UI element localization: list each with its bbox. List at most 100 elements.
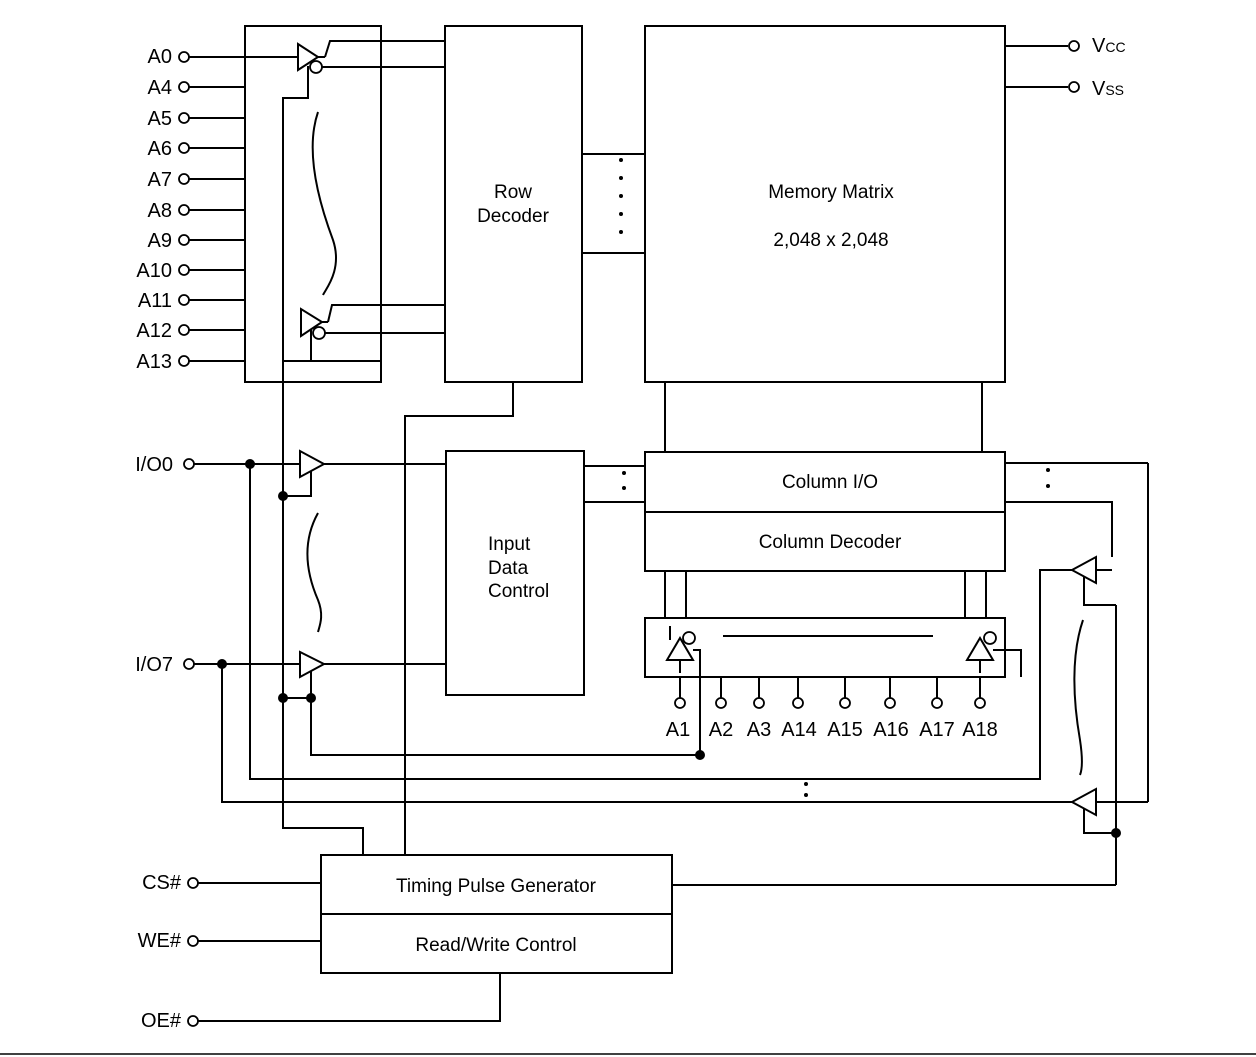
address-pin-label: A10 — [136, 260, 172, 282]
column-address-pin: A16 — [873, 677, 909, 741]
address-pin: A4 — [148, 77, 245, 99]
pin-terminal-icon — [178, 294, 190, 306]
address-pin: A13 — [136, 351, 245, 373]
omission-squiggle-icon — [306, 512, 323, 633]
column-address-pin: A2 — [709, 677, 733, 741]
omission-squiggle-icon — [311, 111, 337, 296]
pin-terminal-icon — [178, 204, 190, 216]
pin-terminal-icon — [884, 697, 896, 709]
column-address-pin: A14 — [781, 677, 817, 741]
power-pin-vcc: VCC — [1005, 35, 1126, 57]
column-io-label: Column I/O — [782, 472, 878, 493]
address-pin-label: A9 — [148, 230, 172, 252]
column-address-pin-label: A17 — [919, 719, 955, 741]
pin-terminal-icon — [674, 697, 686, 709]
column-decoder-label: Column Decoder — [759, 532, 902, 553]
column-address-pin-label: A14 — [781, 719, 817, 741]
input-data-control-label: Control — [488, 581, 549, 602]
pin-terminal-icon — [1068, 81, 1080, 93]
address-pin-label: A5 — [148, 108, 172, 130]
column-address-pin-label: A2 — [709, 719, 733, 741]
inverter-bubble-icon — [312, 326, 326, 340]
omission-squiggle-icon — [1073, 619, 1084, 776]
pin-terminal-icon — [753, 697, 765, 709]
address-pin-label: A4 — [148, 77, 172, 99]
pin-terminal-icon — [178, 355, 190, 367]
pin-terminal-icon — [183, 458, 195, 470]
control-pin-label: OE# — [141, 1010, 182, 1032]
address-pin-label: A0 — [148, 46, 172, 68]
address-pin-label: A13 — [136, 351, 172, 373]
column-address-pin: A18 — [962, 677, 998, 741]
column-address-pin: A15 — [827, 677, 863, 741]
control-pin-we: WE# — [138, 930, 321, 952]
row-decoder-label: Decoder — [477, 206, 549, 227]
address-pin: A5 — [148, 108, 245, 130]
column-address-pin-label: A18 — [962, 719, 998, 741]
address-pin-label: A7 — [148, 169, 172, 191]
buffer-triangle-icon — [300, 307, 324, 338]
column-address-pin: A3 — [747, 677, 771, 741]
inverter-bubble-icon — [983, 631, 997, 645]
input-data-control-label: Input — [488, 534, 531, 555]
buffer-triangle-icon — [299, 650, 327, 679]
io-pin-io0: I/O0 — [135, 449, 446, 501]
address-pin-group: A0 A4 A5 A6 A7 A8 A9 — [136, 46, 245, 373]
pin-terminal-icon — [178, 142, 190, 154]
column-address-pin-group: A1 A2 A3 A14 A15 A16 — [666, 677, 998, 741]
memory-matrix-label: Memory Matrix — [768, 182, 894, 203]
control-pin-label: WE# — [138, 930, 182, 952]
pin-terminal-icon — [187, 1015, 199, 1027]
pin-terminal-icon — [839, 697, 851, 709]
control-pin-label: CS# — [142, 872, 182, 894]
column-address-pin: A1 — [666, 677, 690, 741]
pin-terminal-icon — [178, 173, 190, 185]
pin-terminal-icon — [974, 697, 986, 709]
column-address-pin: A17 — [919, 677, 955, 741]
memory-matrix-block — [644, 25, 1006, 383]
input-data-control-label: Data — [488, 558, 529, 579]
pin-terminal-icon — [792, 697, 804, 709]
pin-terminal-icon — [183, 658, 195, 670]
address-pin: A11 — [138, 290, 245, 312]
power-pin-vss: VSS — [1005, 78, 1124, 100]
column-address-pin-label: A15 — [827, 719, 863, 741]
memory-matrix-size-label: 2,048 x 2,048 — [773, 230, 888, 251]
pin-terminal-icon — [178, 324, 190, 336]
control-pin-oe: OE# — [141, 973, 501, 1032]
control-pin-cs: CS# — [142, 872, 321, 894]
pin-terminal-icon — [931, 697, 943, 709]
column-address-pin-label: A1 — [666, 719, 690, 741]
buffer-triangle-icon — [299, 449, 327, 479]
io-pin-label: I/O7 — [135, 654, 173, 676]
buffer-triangle-icon — [297, 42, 320, 72]
address-buffer-a13 — [283, 304, 445, 362]
pin-terminal-icon — [178, 112, 190, 124]
io-pin-io7: I/O7 — [135, 650, 446, 703]
pin-terminal-icon — [178, 81, 190, 93]
address-pin: A0 — [148, 46, 245, 68]
address-pin: A10 — [136, 260, 245, 282]
address-pin-label: A6 — [148, 138, 172, 160]
pin-terminal-icon — [715, 697, 727, 709]
power-pin-label: VSS — [1092, 78, 1124, 100]
address-pin: A7 — [148, 169, 245, 191]
inverter-bubble-icon — [309, 60, 323, 74]
row-decoder-block — [444, 25, 583, 383]
column-address-pin-label: A16 — [873, 719, 909, 741]
io-pin-label: I/O0 — [135, 454, 173, 476]
continuation-dots-icon — [622, 471, 626, 490]
continuation-dots-icon — [1046, 468, 1050, 488]
pin-terminal-icon — [1068, 40, 1080, 52]
timing-pulse-generator-label: Timing Pulse Generator — [396, 876, 597, 897]
address-buffer-a0 — [245, 40, 445, 361]
address-pin-label: A12 — [136, 320, 172, 342]
pin-terminal-icon — [178, 264, 190, 276]
column-address-pin-label: A3 — [747, 719, 771, 741]
column-address-buffer-box — [644, 617, 1006, 678]
address-pin: A12 — [136, 320, 245, 342]
address-pin: A8 — [148, 200, 245, 222]
address-buffer-box — [244, 25, 382, 383]
address-pin-label: A11 — [138, 290, 172, 312]
read-write-control-label: Read/Write Control — [415, 935, 576, 956]
